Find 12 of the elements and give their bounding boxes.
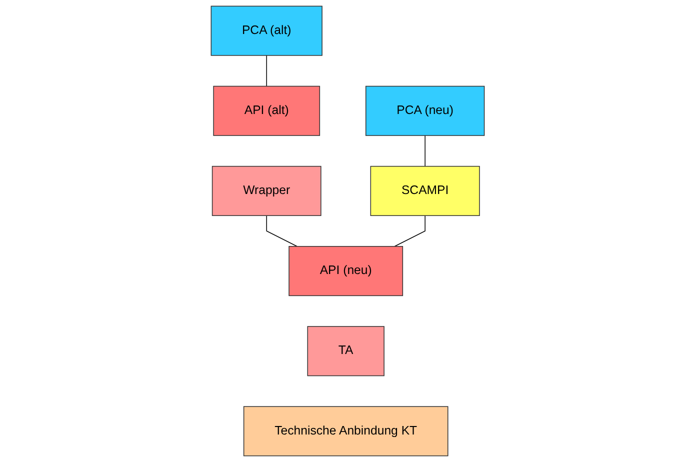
node-box: PCA (neu) xyxy=(366,86,485,136)
connector xyxy=(266,215,298,247)
node-box: PCA (alt) xyxy=(211,6,323,56)
connector xyxy=(394,215,426,247)
connector xyxy=(266,55,268,87)
node-box: TA xyxy=(308,326,385,376)
node-box: API (neu) xyxy=(288,246,404,296)
connector xyxy=(424,135,426,167)
node-box: Wrapper xyxy=(212,166,322,216)
node-box: API (alt) xyxy=(213,86,320,136)
node-box: SCAMPI xyxy=(370,166,480,216)
node-box: Technische Anbindung KT xyxy=(244,406,449,456)
